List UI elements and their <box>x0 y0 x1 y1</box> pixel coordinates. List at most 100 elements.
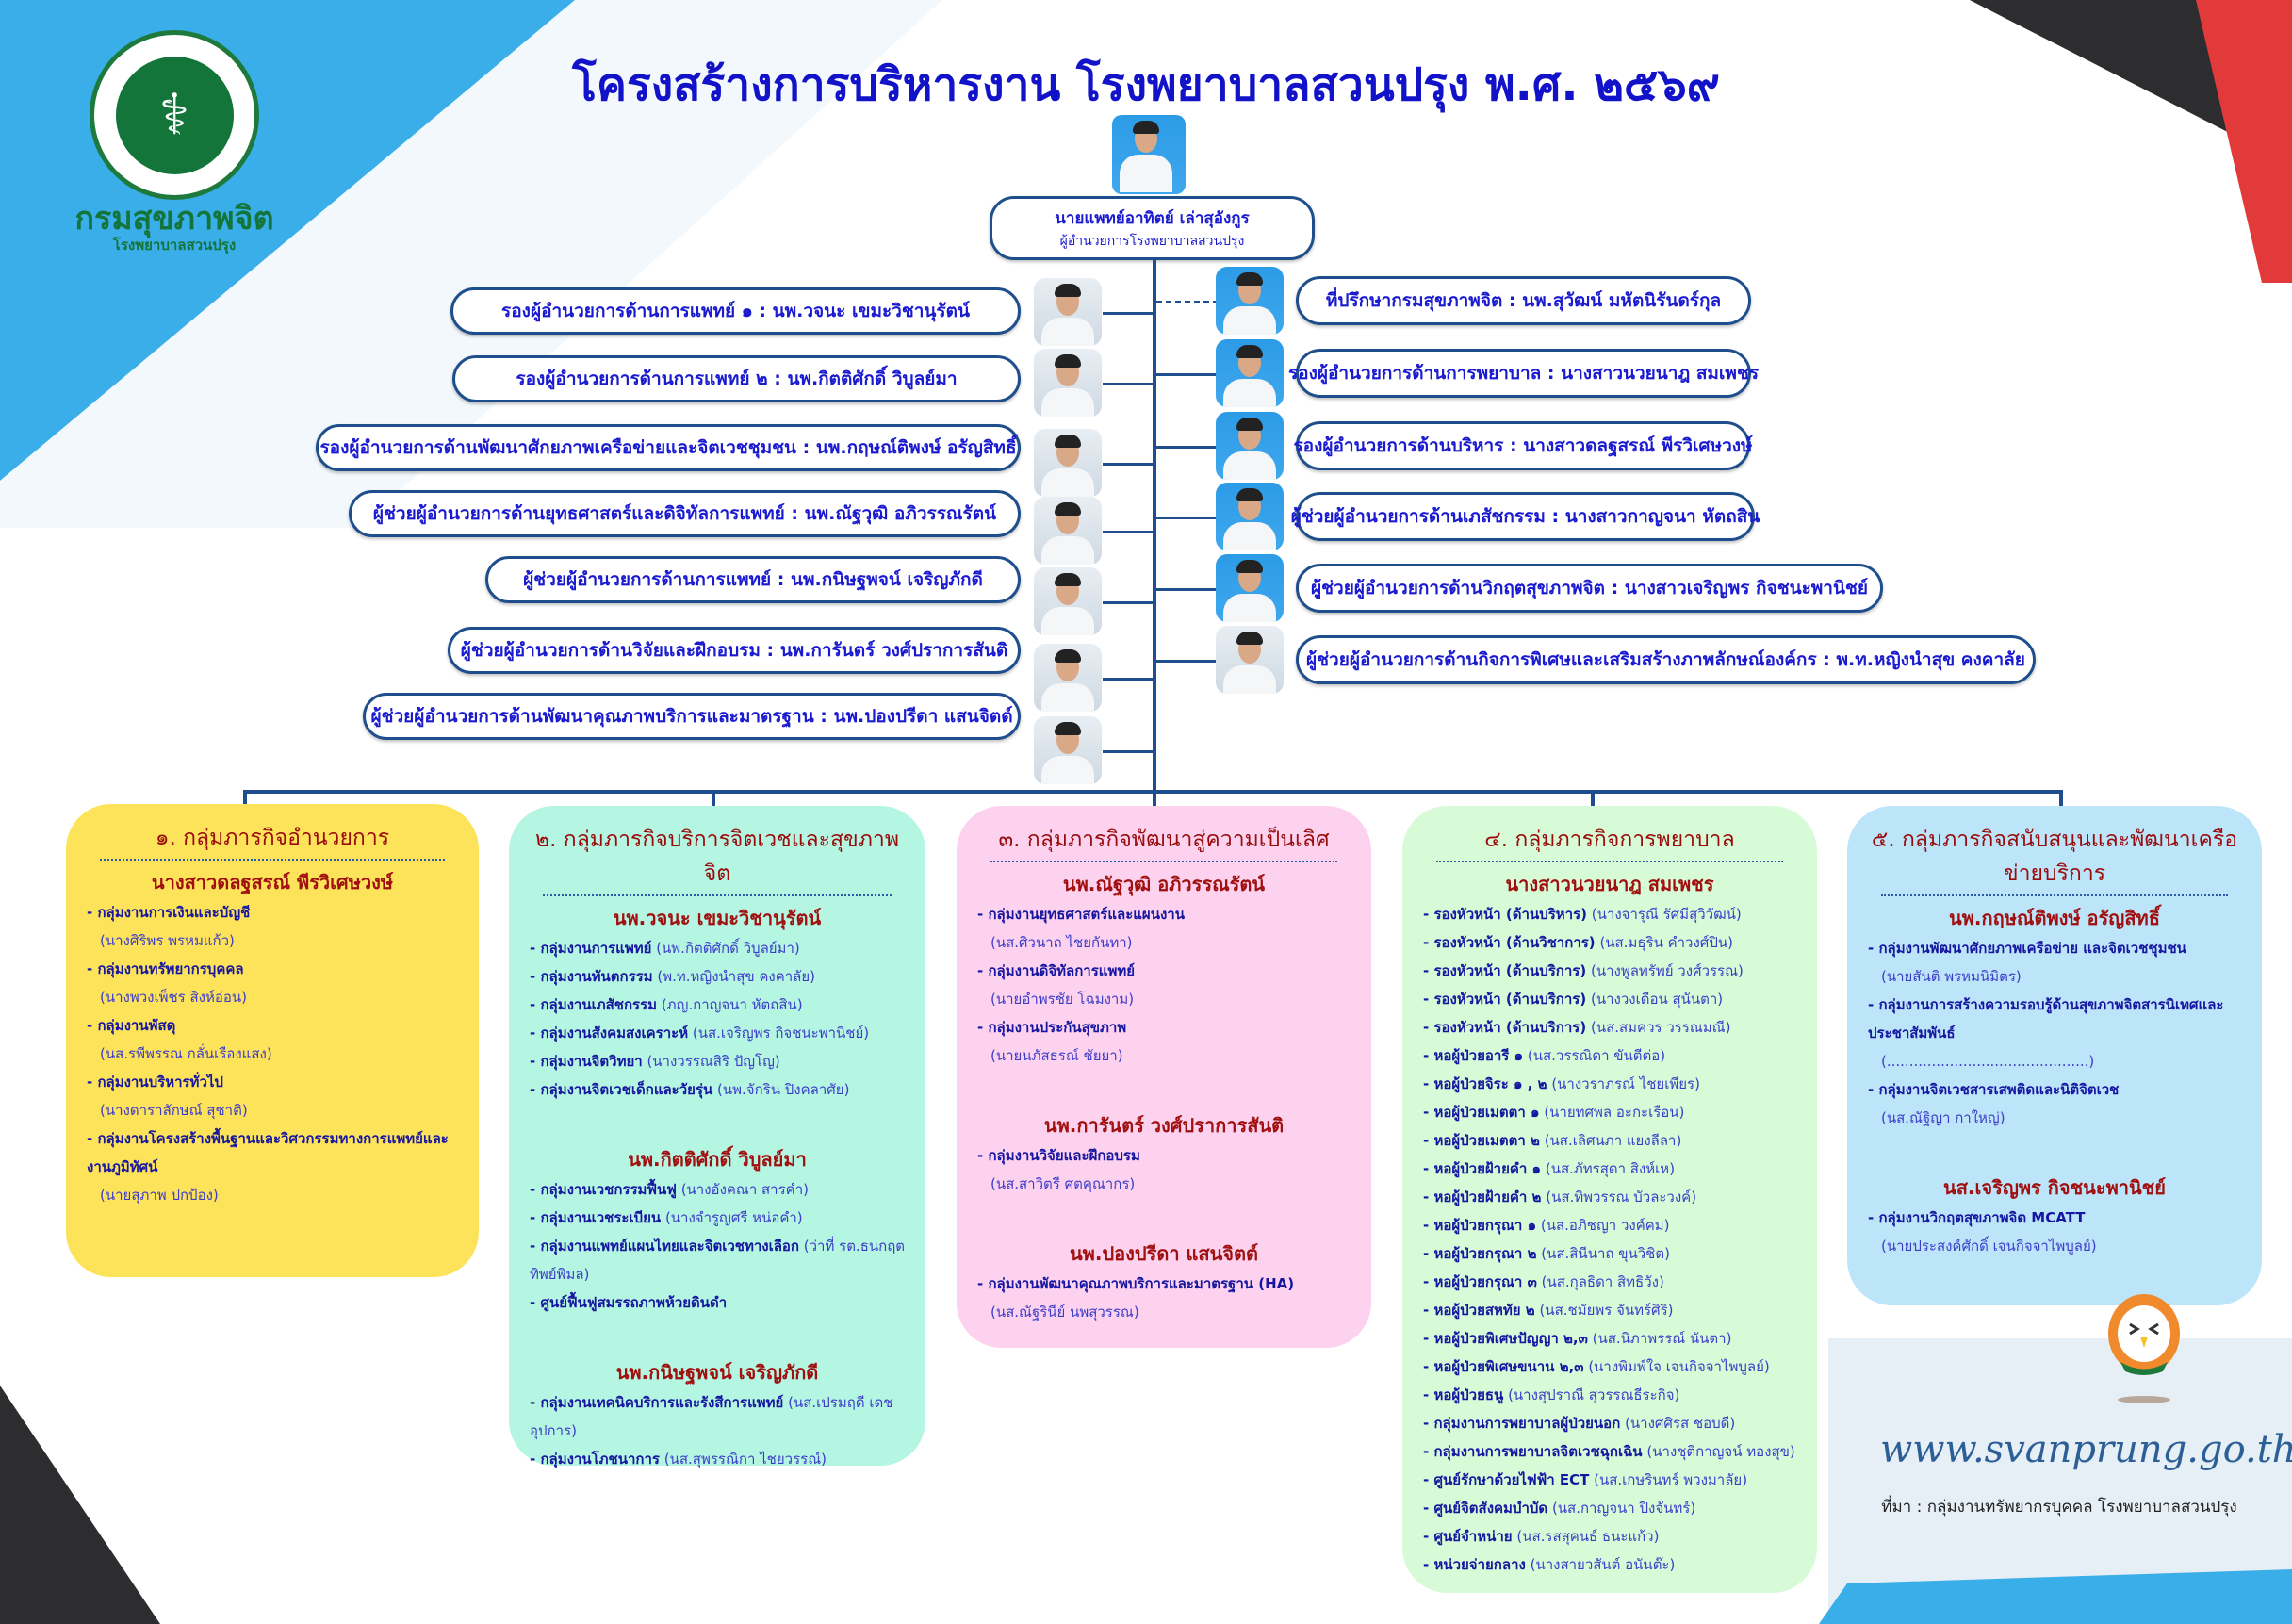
item-person: (นส.รพีพรรณ กลั่นเรืองแสง) <box>100 1045 272 1062</box>
group-drop-line <box>243 790 247 807</box>
group-drop-line <box>1591 790 1595 807</box>
section-head: นพ.ปองปรีดา แสนจิตต์ <box>1069 1242 1258 1265</box>
item-label: - กลุ่มงานพัฒนาศักยภาพเครือข่าย และจิตเว… <box>1868 940 2186 957</box>
list-item: - หอผู้ป่วยกรุณา ๑ (นส.อภิชญา วงค์คม) <box>1423 1211 1796 1239</box>
list-item: - กลุ่มงานสังคมสงเคราะห์ (นส.เจริญพร กิจ… <box>530 1019 905 1047</box>
item-person: (นส.เจริญพร กิจชนะพานิชย์) <box>692 1025 870 1042</box>
executive-box-right: ผู้ช่วยผู้อำนวยการด้านเภสัชกรรม : นางสาว… <box>1291 492 1760 541</box>
list-item: - หอผู้ป่วยฝ้ายคำ ๑ (นส.ภัทรสุดา สิงห์เห… <box>1423 1155 1796 1183</box>
ministry-logo: ⚕ <box>90 30 259 200</box>
dotted-divider <box>1881 894 2228 896</box>
item-label: - รองหัวหน้า (ด้านบริการ) <box>1423 962 1587 979</box>
list-item: - กลุ่มงานพัฒนาคุณภาพบริการและมาตรฐาน (H… <box>977 1270 1351 1326</box>
item-label: - กลุ่มงานเทคนิคบริการและรังสีการแพทย์ <box>530 1394 784 1411</box>
list-item: - รองหัวหน้า (ด้านบริหาร) (นางจารุณี รัศ… <box>1423 900 1796 928</box>
group-title: ๑. กลุ่มภารกิจอำนวยการ <box>155 826 390 850</box>
section-head: นพ.ณัฐวุฒิ อภิวรรณรัตน์ <box>1062 873 1266 895</box>
director-name: นายแพทย์อาทิตย์ เล่าสุอังกูร <box>1055 208 1250 228</box>
section-head: นพ.กนิษฐพจน์ เจริญภักดี <box>615 1361 819 1384</box>
list-item: - กลุ่มงานวิจัยและฝึกอบรม (นส.สาวิตรี ศต… <box>977 1141 1351 1198</box>
item-person: (นส.นิภาพรรณ์ นันตา) <box>1592 1330 1732 1347</box>
connector-line <box>1103 601 1154 604</box>
list-item: - รองหัวหน้า (ด้านวิชาการ) (นส.มธุริน คำ… <box>1423 928 1796 957</box>
item-label: - กลุ่มงานสังคมสงเคราะห์ <box>530 1025 689 1042</box>
connector-line <box>1103 463 1154 466</box>
director-photo <box>1112 115 1186 194</box>
group-box-2: ๒. กลุ่มภารกิจบริการจิตเวชและสุขภาพจิตนพ… <box>509 806 925 1468</box>
list-item: - กลุ่มงานยุทธศาสตร์และแผนงาน (นส.ศิวนาถ… <box>977 900 1351 957</box>
connector-line <box>1103 312 1154 315</box>
item-person: (นางวรรณสิริ ปัญโญ) <box>647 1053 780 1070</box>
executive-photo <box>1034 349 1102 417</box>
item-person: (นางดาราลักษณ์ สุชาติ) <box>100 1102 248 1119</box>
section-gap <box>530 1104 905 1140</box>
list-item: - หอผู้ป่วยเมตตา ๑ (นายทศพล อะกะเรือน) <box>1423 1098 1796 1126</box>
item-label: - รองหัวหน้า (ด้านบริการ) <box>1423 991 1587 1008</box>
item-label: - หอผู้ป่วยฝ้ายคำ ๑ <box>1423 1160 1542 1177</box>
item-label: - กลุ่มงานประกันสุขภาพ <box>977 1019 1127 1036</box>
group-drop-line <box>712 790 715 807</box>
connector-line <box>1103 531 1154 533</box>
section-gap <box>977 1070 1351 1106</box>
item-label: - ศูนย์จิตสังคมบำบัด <box>1423 1500 1548 1517</box>
group-title: ๔. กลุ่มภารกิจการพยาบาล <box>1484 828 1735 852</box>
item-label: - หอผู้ป่วยฝ้ายคำ ๒ <box>1423 1189 1542 1206</box>
list-item: - ศูนย์ฟื้นฟูสมรรถภาพห้วยดินดำ <box>530 1288 905 1317</box>
item-label: - หอผู้ป่วยจิระ ๑ , ๒ <box>1423 1075 1547 1092</box>
item-person: (นส.มธุริน คำวงศ์ปิน) <box>1599 934 1733 951</box>
item-label: - กลุ่มงานการพยาบาลผู้ป่วยนอก <box>1423 1415 1621 1432</box>
item-person: (นส.เปรมฤดี เดชอุปการ) <box>530 1394 893 1439</box>
list-item: - กลุ่มงานเวชกรรมฟื้นฟู (นางอังคณา สารคำ… <box>530 1175 905 1204</box>
item-person: (นางพวงเพ็ชร สิงห์อ่อน) <box>100 989 247 1006</box>
list-item: - กลุ่มงานดิจิทัลการแพทย์ (นายอำพรชัย โฉ… <box>977 957 1351 1013</box>
director-position: ผู้อำนวยการโรงพยาบาลสวนปรุง <box>1059 233 1245 249</box>
item-person: (นส.สินีนาถ ขุนวิชิต) <box>1541 1245 1670 1262</box>
item-person: (นางวราภรณ์ ไชยเพียร) <box>1551 1075 1700 1092</box>
list-item: - กลุ่มงานจิตเวชเด็กและวัยรุ่น (นพ.จักริ… <box>530 1075 905 1104</box>
item-person: (พ.ท.หญิงนำสุข คงคาลัย) <box>657 968 816 985</box>
item-label: - กลุ่มงานเภสัชกรรม <box>530 996 658 1013</box>
executive-photo <box>1034 716 1102 784</box>
item-label: - กลุ่มงานการพยาบาลจิตเวชฉุกเฉิน <box>1423 1443 1643 1460</box>
item-label: - กลุ่มงานยุทธศาสตร์และแผนงาน <box>977 906 1185 923</box>
item-label: - หอผู้ป่วยกรุณา ๑ <box>1423 1217 1537 1234</box>
executive-box-right: ที่ปรึกษากรมสุขภาพจิต : นพ.สุวัฒน์ มหัตน… <box>1296 276 1751 325</box>
website-link[interactable]: www.svanprung.go.th <box>1880 1428 2292 1471</box>
item-label: - กลุ่มงานการแพทย์ <box>530 940 652 957</box>
item-person: (นส.สาวิตรี ศตคุณากร) <box>990 1175 1136 1192</box>
list-item: - หอผู้ป่วยธนู (นางสุปราณี สุวรรณธีระกิจ… <box>1423 1381 1796 1409</box>
item-person: (นส.สุพรรณิกา ไชยวรรณ์) <box>663 1451 827 1468</box>
executive-photo <box>1216 626 1284 694</box>
item-person: (นายประสงค์ศักดิ์ เจนกิจจาไพบูลย์) <box>1881 1238 2097 1255</box>
list-item: - กลุ่มงานประกันสุขภาพ (นายนภัสธรณ์ ชัยย… <box>977 1013 1351 1070</box>
item-label: - หอผู้ป่วยธนู <box>1423 1386 1504 1403</box>
section-head: นางสาวดลฐสรณ์ พีรวิเศษวงษ์ <box>151 871 394 894</box>
item-label: - กลุ่มงานการสร้างความรอบรู้ด้านสุขภาพจิ… <box>1868 996 2224 1042</box>
executive-box-left: รองผู้อำนวยการด้านพัฒนาศักยภาพเครือข่ายแ… <box>316 424 1021 471</box>
executive-box-right: ผู้ช่วยผู้อำนวยการด้านวิกฤตสุขภาพจิต : น… <box>1296 564 1883 613</box>
executive-box-left: ผู้ช่วยผู้อำนวยการด้านพัฒนาคุณภาพบริการแ… <box>363 693 1021 740</box>
item-person: (ว่าที่ รต.ธนกฤต ทิพย์พิมล) <box>530 1238 906 1283</box>
item-person: (นส.ทิพวรรณ บัวละวงค์) <box>1546 1189 1697 1206</box>
item-person: (นายทศพล อะกะเรือน) <box>1544 1104 1685 1121</box>
section-head: นส.เจริญพร กิจชนะพานิชย์ <box>1943 1176 2166 1199</box>
list-item: - กลุ่มงานบริหารทั่วไป (นางดาราลักษณ์ สุ… <box>87 1068 458 1124</box>
executive-box-right: ผู้ช่วยผู้อำนวยการด้านกิจการพิเศษและเสริ… <box>1296 635 2036 684</box>
item-label: - กลุ่มงานจิตเวชเด็กและวัยรุ่น <box>530 1081 713 1098</box>
item-person: (นายสันติ พรหมนิมิตร) <box>1881 968 2022 985</box>
item-person: (นายนภัสธรณ์ ชัยยา) <box>990 1047 1123 1064</box>
item-person: (นส.รสสุคนธ์ ธนะแก้ว) <box>1516 1528 1660 1545</box>
item-person: (นายอำพรชัย โฉมงาม) <box>990 991 1135 1008</box>
item-label: - กลุ่มงานบริหารทั่วไป <box>87 1074 223 1091</box>
executive-photo <box>1216 267 1284 335</box>
group-box-4: ๔. กลุ่มภารกิจการพยาบาลนางสาวนวยนาฎ สมเพ… <box>1402 806 1817 1593</box>
item-person: (นส.สมควร วรรณมณี) <box>1590 1019 1731 1036</box>
item-person: (นางสุปราณี สุวรรณธีระกิจ) <box>1508 1386 1680 1403</box>
item-person: (นส.ณัฐรินีย์ นพสุวรรณ) <box>990 1304 1139 1321</box>
item-person: (นส.กุลธิดา สิทธิวัง) <box>1541 1273 1664 1290</box>
group-drop-line <box>2059 790 2063 807</box>
item-label: - กลุ่มงานพัสดุ <box>87 1017 176 1034</box>
item-person: (นายสุภาพ ปกป้อง) <box>100 1187 219 1204</box>
item-label: - กลุ่มงานวิจัยและฝึกอบรม <box>977 1147 1140 1164</box>
list-item: - หอผู้ป่วยกรุณา ๒ (นส.สินีนาถ ขุนวิชิต) <box>1423 1239 1796 1268</box>
